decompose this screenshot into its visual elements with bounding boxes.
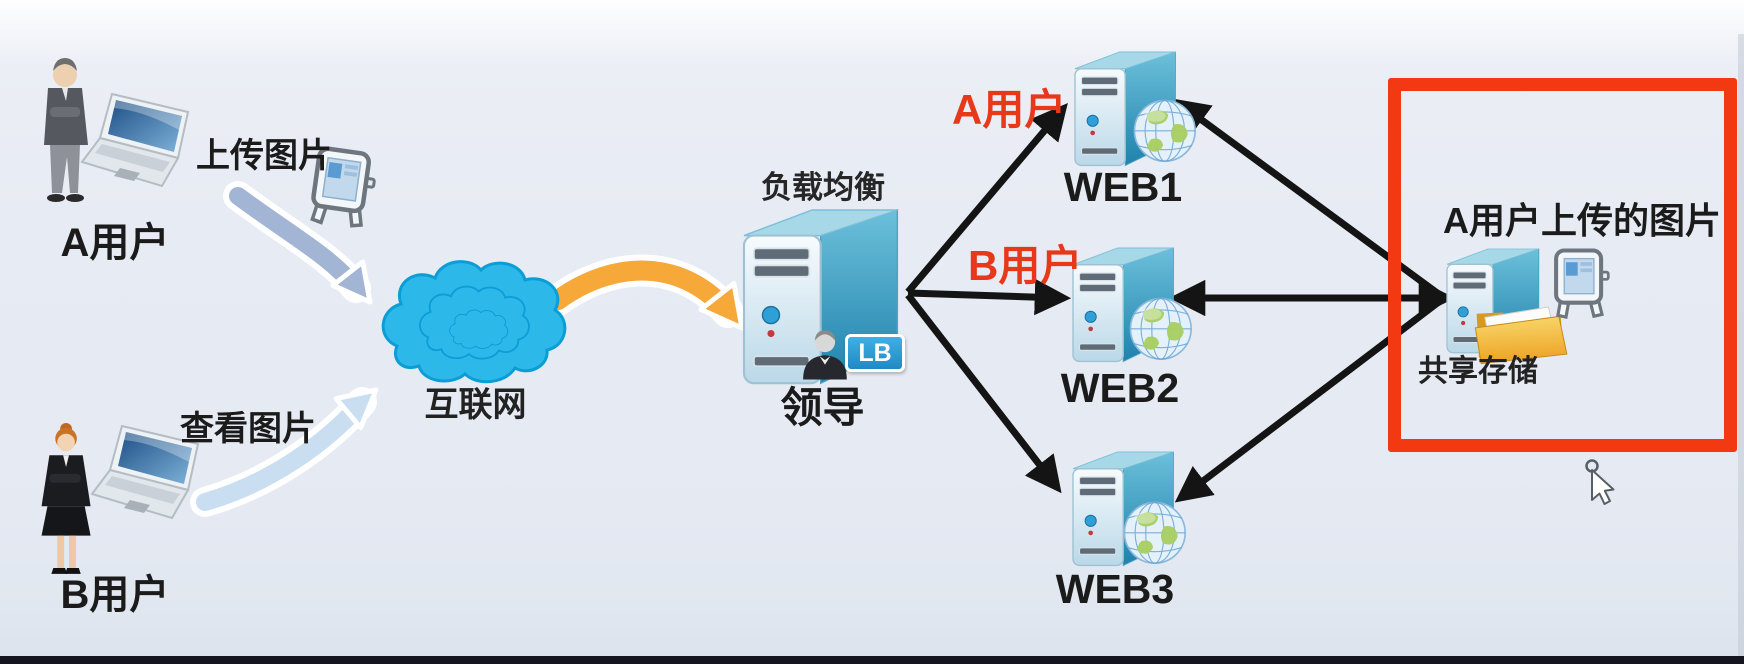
user-a-action-label: 上传图片	[196, 137, 332, 175]
arrow-user-a-to-internet	[223, 181, 373, 305]
lb-badge: LB	[845, 334, 905, 372]
internet-cloud-icon	[381, 260, 567, 384]
user-b-name-label: B用户	[60, 573, 170, 617]
user-b-action-label: 查看图片	[180, 410, 316, 448]
user-a-figure	[44, 58, 88, 202]
route-web2-user-label: B用户	[968, 242, 1083, 289]
user-b-figure	[41, 422, 91, 574]
arrow-internet-to-lb	[542, 254, 745, 331]
load-balancer-title: 负载均衡	[761, 170, 885, 205]
load-balancer-name: 领导	[780, 384, 865, 431]
internet-label: 互联网	[424, 386, 527, 424]
mouse-cursor	[1585, 459, 1615, 505]
web3-label: WEB3	[1055, 566, 1175, 612]
web1-globe-icon	[1133, 99, 1196, 162]
storage-caption: A用户上传的图片	[1443, 200, 1721, 241]
manager-icon	[803, 330, 847, 380]
user-a-name-label: A用户	[60, 221, 170, 265]
highlight-box	[1388, 78, 1737, 452]
bottom-bar	[0, 656, 1744, 664]
arrows-lb-to-web	[905, 103, 1072, 494]
screen-edge-strip	[1738, 34, 1744, 656]
route-web1-user-label: A用户	[952, 86, 1067, 133]
web3-globe-icon	[1123, 501, 1186, 564]
folder-icon	[1474, 306, 1568, 365]
storage-label: 共享存储	[1418, 355, 1538, 388]
web2-label: WEB2	[1060, 365, 1180, 411]
web2-globe-icon	[1129, 297, 1192, 360]
user-a-laptop-icon	[81, 93, 189, 187]
arrow-user-b-to-internet	[190, 387, 379, 517]
web1-label: WEB1	[1063, 164, 1183, 210]
